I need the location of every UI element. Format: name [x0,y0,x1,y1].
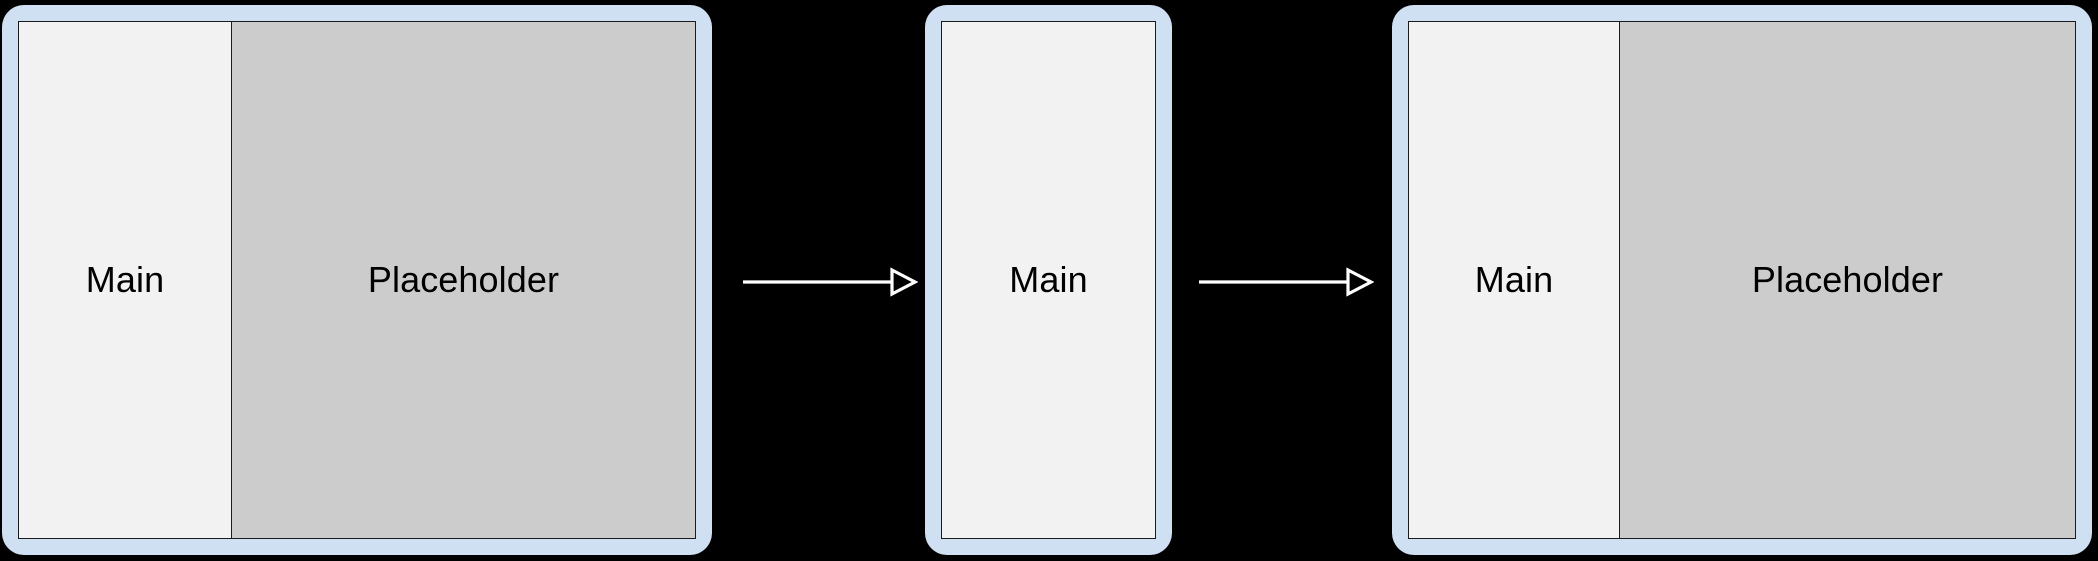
panel-label-main-step-2: Main [1009,259,1088,300]
device-frame-step-2: Main [925,5,1172,555]
panel-placeholder-step-3[interactable]: Placeholder [1620,21,2076,539]
panel-main-step-2[interactable]: Main [941,21,1156,539]
panel-label-main-step-3: Main [1474,259,1554,300]
device-frame-step-3: Main Placeholder [1392,5,2092,555]
panel-label-placeholder-step-1: Placeholder [367,259,560,300]
arrow-right-icon [743,267,918,297]
panel-main-step-3[interactable]: Main [1408,21,1620,539]
transition-arrow-1 [742,262,918,302]
panel-placeholder-step-1[interactable]: Placeholder [232,21,696,539]
panel-label-main-step-1: Main [85,259,165,300]
device-frame-step-1: Main Placeholder [2,5,712,555]
arrow-right-icon [1199,267,1374,297]
transition-arrow-2 [1198,262,1374,302]
panel-label-placeholder-step-3: Placeholder [1751,259,1944,300]
panel-main-step-1[interactable]: Main [18,21,232,539]
